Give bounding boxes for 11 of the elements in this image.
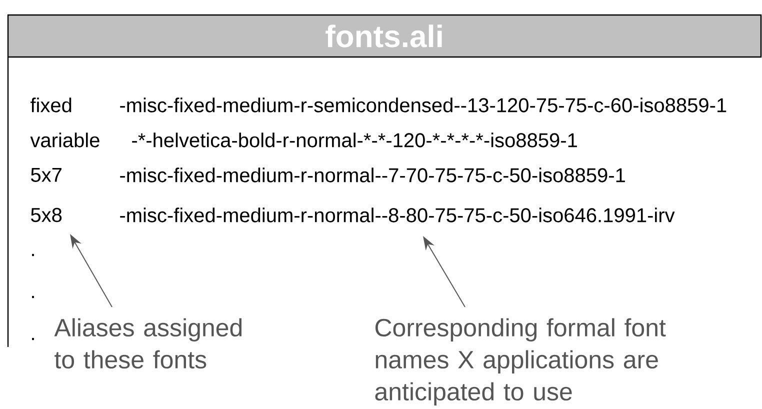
ellipsis-dot: . [32, 254, 34, 256]
alias-text: variable [30, 132, 100, 148]
font-name-text: -misc-fixed-medium-r-normal--8-80-75-75-c-50-iso646.1991-irv [120, 208, 675, 222]
font-name-text: -*-helvetica-bold-r-normal-*-*-120-*-*-*-*-iso8859-1 [132, 132, 577, 148]
ellipsis-dot: . [32, 296, 34, 298]
alias-text: 5x8 [31, 208, 62, 222]
font-name-text: -misc-fixed-medium-r-normal--7-70-75-75-c-50-iso8859-1 [120, 168, 625, 182]
alias-text: 5x7 [31, 168, 62, 182]
ellipsis-dot: . [32, 338, 34, 340]
font-name-text: -misc-fixed-medium-r-semicondensed--13-120-75-75-c-60-iso8859-1 [120, 98, 726, 112]
alias-text: fixed [30, 98, 72, 112]
